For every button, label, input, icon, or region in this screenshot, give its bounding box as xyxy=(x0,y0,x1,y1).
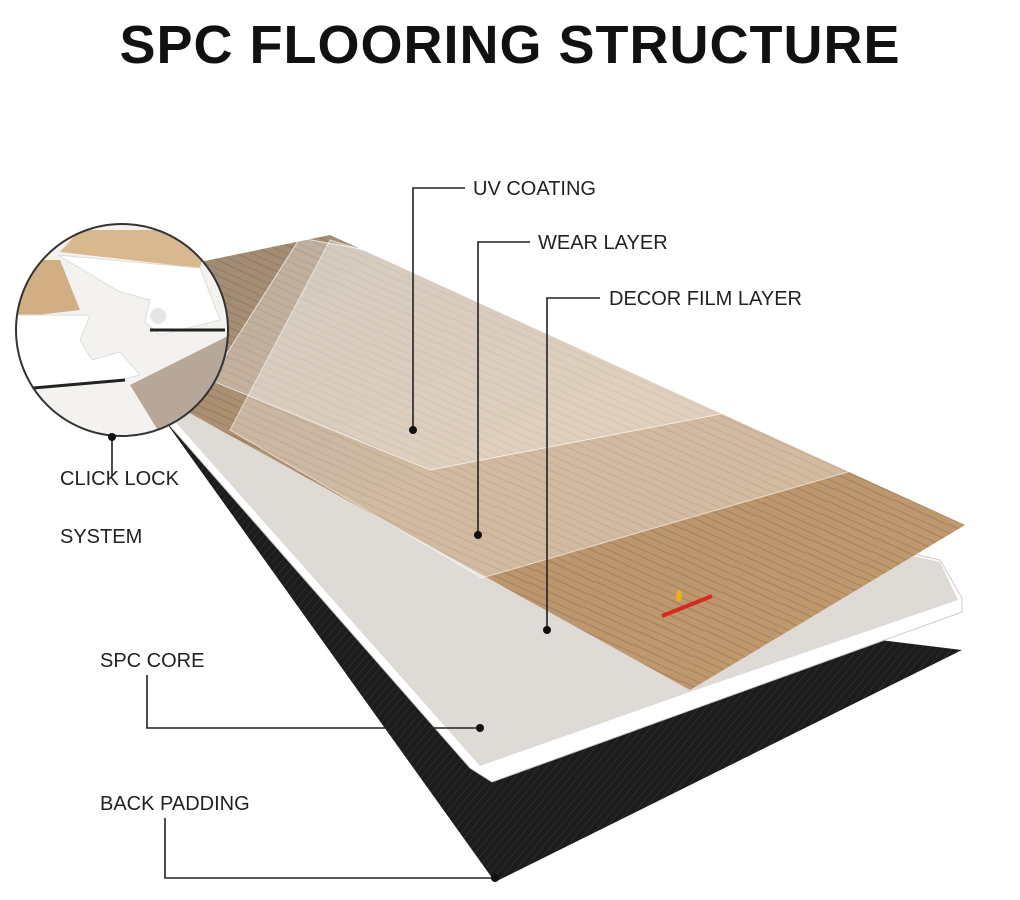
spc-core-dot xyxy=(476,724,484,732)
back-padding-dot xyxy=(491,874,499,882)
leader-lines xyxy=(111,187,600,879)
uv-coating-layer xyxy=(209,237,991,471)
label-uv-coating: UV COATING xyxy=(473,178,596,200)
label-wear-layer: WEAR LAYER xyxy=(538,232,668,254)
brand-logo xyxy=(661,590,713,618)
wear-layer xyxy=(229,239,974,579)
click-lock-dot xyxy=(108,433,116,441)
label-click-lock: CLICK LOCK xyxy=(60,468,180,490)
uv-coating-dot xyxy=(409,426,417,434)
label-decor-film-layer: DECOR FILM LAYER xyxy=(609,288,802,310)
label-spc-core: SPC CORE xyxy=(100,650,204,672)
wear-layer-dot xyxy=(474,531,482,539)
label-click-lock-system: SYSTEM xyxy=(60,526,142,548)
diagram-title: SPC FLOORING STRUCTURE xyxy=(119,15,901,75)
decor-film-dot xyxy=(543,626,551,634)
label-back-padding: BACK PADDING xyxy=(100,793,250,815)
